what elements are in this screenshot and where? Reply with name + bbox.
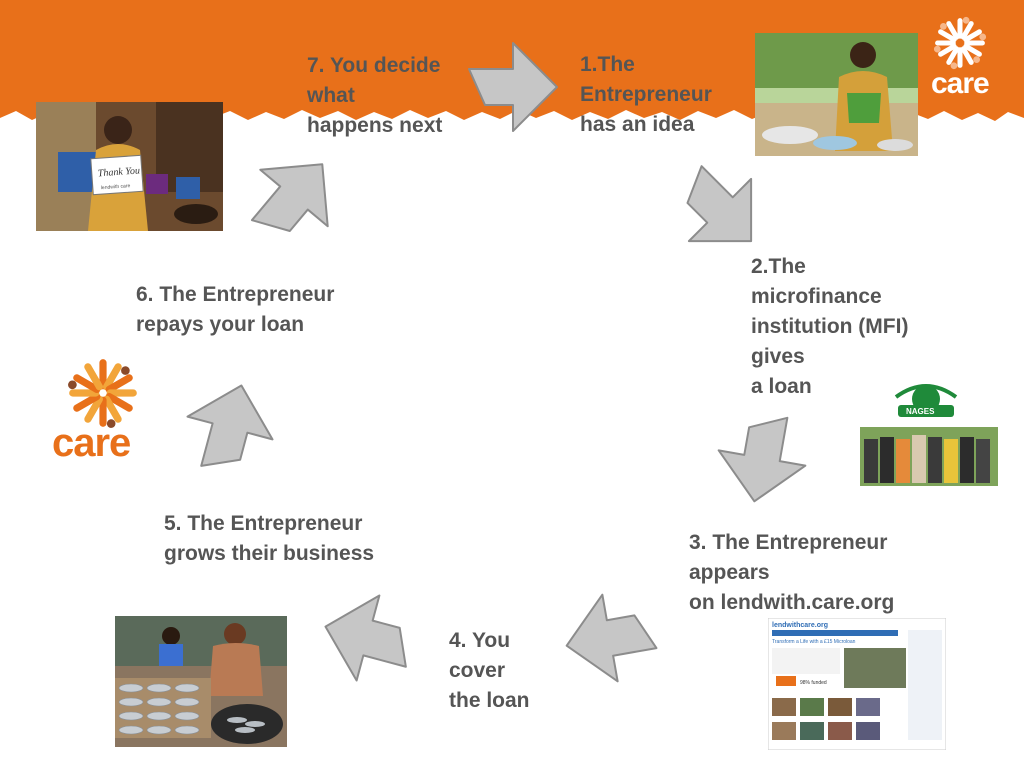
step-7-label: 7. You decide what happens next [307,54,443,137]
arrow-step5-to-step6 [186,384,274,467]
website-progress-text: 98% funded [800,680,827,686]
arrow-step7-to-step1 [468,42,558,132]
photo-lendwithcare-website: lendwithcare.org Transform a Life with a… [768,618,946,750]
care-logo-corner: care [925,15,995,100]
arrow-step4-to-step5 [324,594,407,682]
cycle-arrow-icon [565,593,658,683]
thank-you-sign-text: Thank You [97,165,140,179]
photo-entrepreneur-idea [755,33,918,156]
care-logo-left: care [48,355,163,470]
cycle-arrow-icon [468,42,558,132]
website-header-text: lendwithcare.org [772,622,828,629]
website-tagline-text: Transform a Life with a £15 Microloan [772,639,856,645]
arrow-step3-to-step4 [565,593,658,683]
arrow-step1-to-step2 [686,165,753,243]
care-wordmark-left: care [52,421,131,465]
step-6-label: 6. The Entrepreneur repays your loan [136,283,335,336]
cycle-arrow-icon [250,163,329,233]
step-1-label: 1.The Entrepreneur has an idea [580,53,712,136]
photo-mfi-group: NAGES [860,377,998,486]
cycle-arrow-icon [186,384,274,467]
cycle-arrow-icon [717,416,807,503]
cycle-arrow-icon [686,165,753,243]
care-hands-logo-icon [933,16,987,70]
step-3-label: 3. The Entrepreneur appears on lendwith.… [689,531,895,614]
care-hands-logo-icon [68,359,137,428]
photo-fish-business [115,616,287,747]
step-2-label: 2.The microfinance institution (MFI) giv… [751,255,909,398]
cycle-arrow-icon [324,594,407,682]
nages-banner-text: NAGES [906,407,935,416]
thank-you-sign-subtext: lendwith care [101,183,131,191]
photo-thank-you-entrepreneur: Thank You lendwith care [36,102,223,231]
care-wordmark-corner: care [931,67,990,100]
arrow-step6-to-step7 [250,163,329,233]
step-4-label: 4. You cover the loan [449,629,530,712]
arrow-step2-to-step3 [717,416,807,503]
step-5-label: 5. The Entrepreneur grows their business [164,512,375,565]
